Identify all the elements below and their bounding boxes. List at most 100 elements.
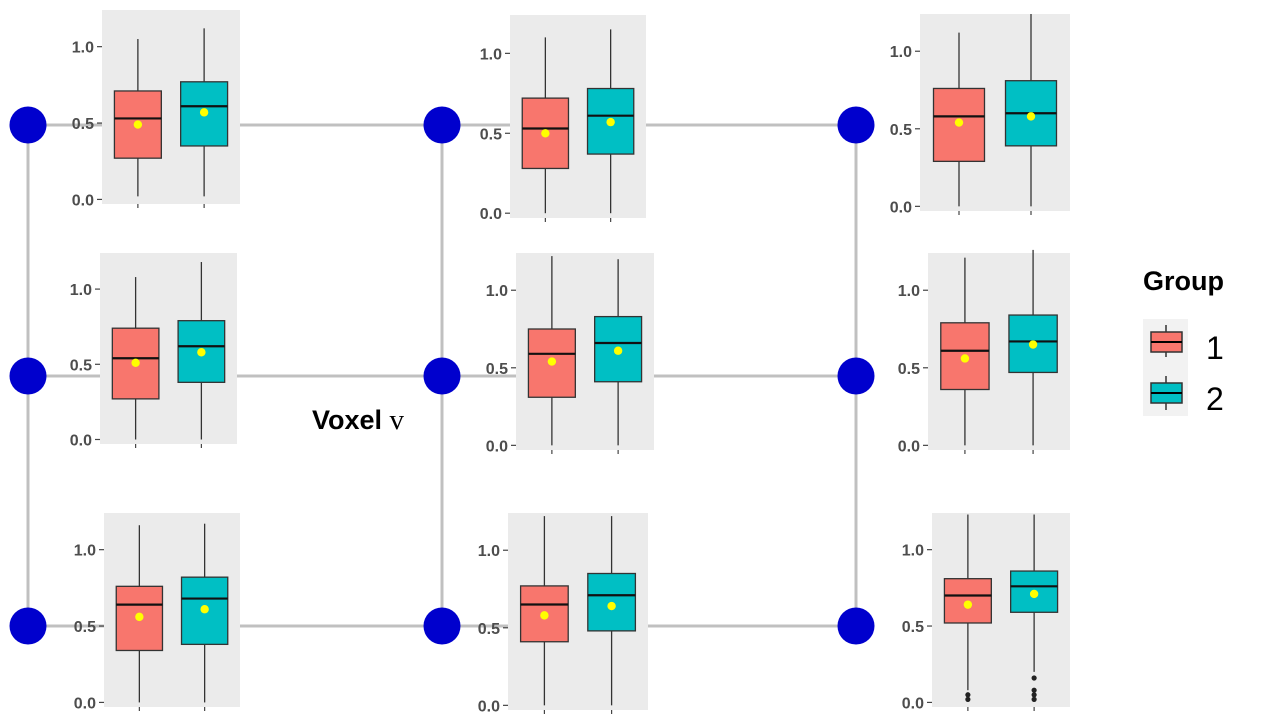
mean-point xyxy=(547,357,557,366)
boxplot-panels: 0.00.51.00.00.51.00.00.51.00.00.51.00.00… xyxy=(70,10,1070,715)
box-group-1 xyxy=(115,525,164,703)
mean-point xyxy=(197,348,206,357)
y-tick-label: 0.0 xyxy=(478,698,500,715)
legend-key-group-2 xyxy=(1150,376,1183,410)
mean-point xyxy=(131,358,140,367)
outlier-point xyxy=(1031,692,1037,698)
outlier-point xyxy=(1031,687,1037,693)
y-tick-label: 1.0 xyxy=(898,283,920,300)
box-group-1 xyxy=(940,257,990,446)
mean-point xyxy=(613,346,623,355)
y-tick-label: 1.0 xyxy=(74,543,96,560)
outlier-point xyxy=(1031,696,1037,702)
legend-title: Group xyxy=(1143,266,1224,296)
box-group-2 xyxy=(180,28,229,197)
box-group-1 xyxy=(111,277,160,440)
y-tick-label: 1.0 xyxy=(70,282,92,299)
y-tick-label: 1.0 xyxy=(478,543,500,560)
y-tick-label: 1.0 xyxy=(902,543,924,560)
y-tick-label: 0.0 xyxy=(72,192,94,209)
box-group-1 xyxy=(521,37,570,214)
box-group-2 xyxy=(594,259,643,446)
center-voxel-label: Voxel v xyxy=(312,404,405,436)
y-tick-label: 0.0 xyxy=(74,695,96,712)
center-voxel-label-prefix: Voxel xyxy=(312,405,390,435)
y-tick-label: 0.5 xyxy=(480,126,502,143)
y-tick-label: 0.5 xyxy=(898,361,920,378)
box-group-2 xyxy=(1010,514,1059,702)
voxel-node-r3c1 xyxy=(9,607,47,645)
mean-point xyxy=(200,605,209,614)
mean-point xyxy=(199,108,209,117)
box-group-2 xyxy=(177,262,226,440)
y-tick-label: 0.5 xyxy=(890,122,912,139)
y-tick-label: 1.0 xyxy=(480,46,502,63)
box-group-2 xyxy=(586,29,635,214)
mean-point xyxy=(954,118,964,127)
boxplot-panel-row3-col3: 0.0 0.5 1.0 xyxy=(902,513,1070,712)
voxel-node-r1c2 xyxy=(423,106,461,144)
mean-point xyxy=(1026,112,1036,121)
voxel-node-r1c1 xyxy=(9,106,47,144)
box-group-2 xyxy=(587,516,637,706)
y-tick-label: 0.0 xyxy=(902,695,924,712)
voxel-node-r2c2 xyxy=(423,357,461,395)
box-group-2 xyxy=(180,523,229,703)
y-tick-label: 0.5 xyxy=(74,619,96,636)
voxel-node-r1c3 xyxy=(837,106,875,144)
box-group-1 xyxy=(527,256,576,446)
box-iqr xyxy=(943,578,992,624)
y-tick-label: 0.5 xyxy=(478,621,500,638)
mean-point xyxy=(540,611,549,620)
center-voxel-label-symbol: v xyxy=(390,404,405,436)
mean-point xyxy=(133,120,143,129)
mean-point xyxy=(1028,340,1038,349)
y-tick-label: 0.0 xyxy=(898,438,920,455)
box-group-1 xyxy=(932,32,986,207)
boxplot-panel-row3-col1: 0.0 0.5 1.0 xyxy=(74,513,240,712)
y-tick-label: 0.5 xyxy=(72,116,94,133)
voxel-node-r3c2 xyxy=(423,607,461,645)
legend: Group 1 2 xyxy=(1143,266,1224,417)
mean-point xyxy=(960,354,970,363)
mean-point xyxy=(606,117,615,127)
boxplot-panel-row2-col3: 0.0 0.5 1.0 xyxy=(898,249,1070,455)
legend-key-group-1 xyxy=(1150,325,1183,357)
boxplot-panel-row3-col2: 0.0 0.5 1.0 xyxy=(478,513,648,715)
y-tick-label: 0.5 xyxy=(70,357,92,374)
box-group-2 xyxy=(1008,249,1058,446)
box-group-1 xyxy=(113,39,162,197)
y-tick-label: 0.5 xyxy=(486,361,508,378)
mean-point xyxy=(963,600,973,609)
mean-point xyxy=(541,129,550,138)
box-group-2 xyxy=(1004,14,1058,207)
y-tick-label: 0.0 xyxy=(486,438,508,455)
box-group-1 xyxy=(943,514,992,702)
y-tick-label: 1.0 xyxy=(72,40,94,57)
y-tick-label: 0.5 xyxy=(902,619,924,636)
legend-label-group-2: 2 xyxy=(1206,381,1224,417)
boxplot-panel-row2-col1: 0.0 0.5 1.0 xyxy=(70,253,237,449)
boxplot-panel-row1-col3: 0.0 0.5 1.0 xyxy=(890,14,1070,216)
y-tick-label: 0.0 xyxy=(70,432,92,449)
mean-point xyxy=(1029,589,1039,599)
legend-label-group-1: 1 xyxy=(1206,330,1224,366)
outlier-point xyxy=(1031,675,1037,681)
boxplot-panel-row2-col2: 0.0 0.5 1.0 xyxy=(486,253,654,455)
outlier-point xyxy=(965,696,971,702)
voxel-node-r2c1 xyxy=(9,357,47,395)
y-tick-label: 1.0 xyxy=(890,44,912,61)
y-tick-label: 0.0 xyxy=(890,199,912,216)
boxplot-panel-row1-col2: 0.0 0.5 1.0 xyxy=(480,15,646,223)
voxel-node-r3c3 xyxy=(837,607,875,645)
box-iqr xyxy=(940,322,990,391)
boxplot-panel-row1-col1: 0.0 0.5 1.0 xyxy=(72,10,240,209)
voxel-node-r2c3 xyxy=(837,357,875,395)
lattice-nodes xyxy=(9,106,875,645)
y-tick-label: 1.0 xyxy=(486,283,508,300)
outlier-point xyxy=(965,692,971,698)
y-tick-label: 0.0 xyxy=(480,206,502,223)
mean-point xyxy=(607,601,616,611)
mean-point xyxy=(135,612,144,622)
